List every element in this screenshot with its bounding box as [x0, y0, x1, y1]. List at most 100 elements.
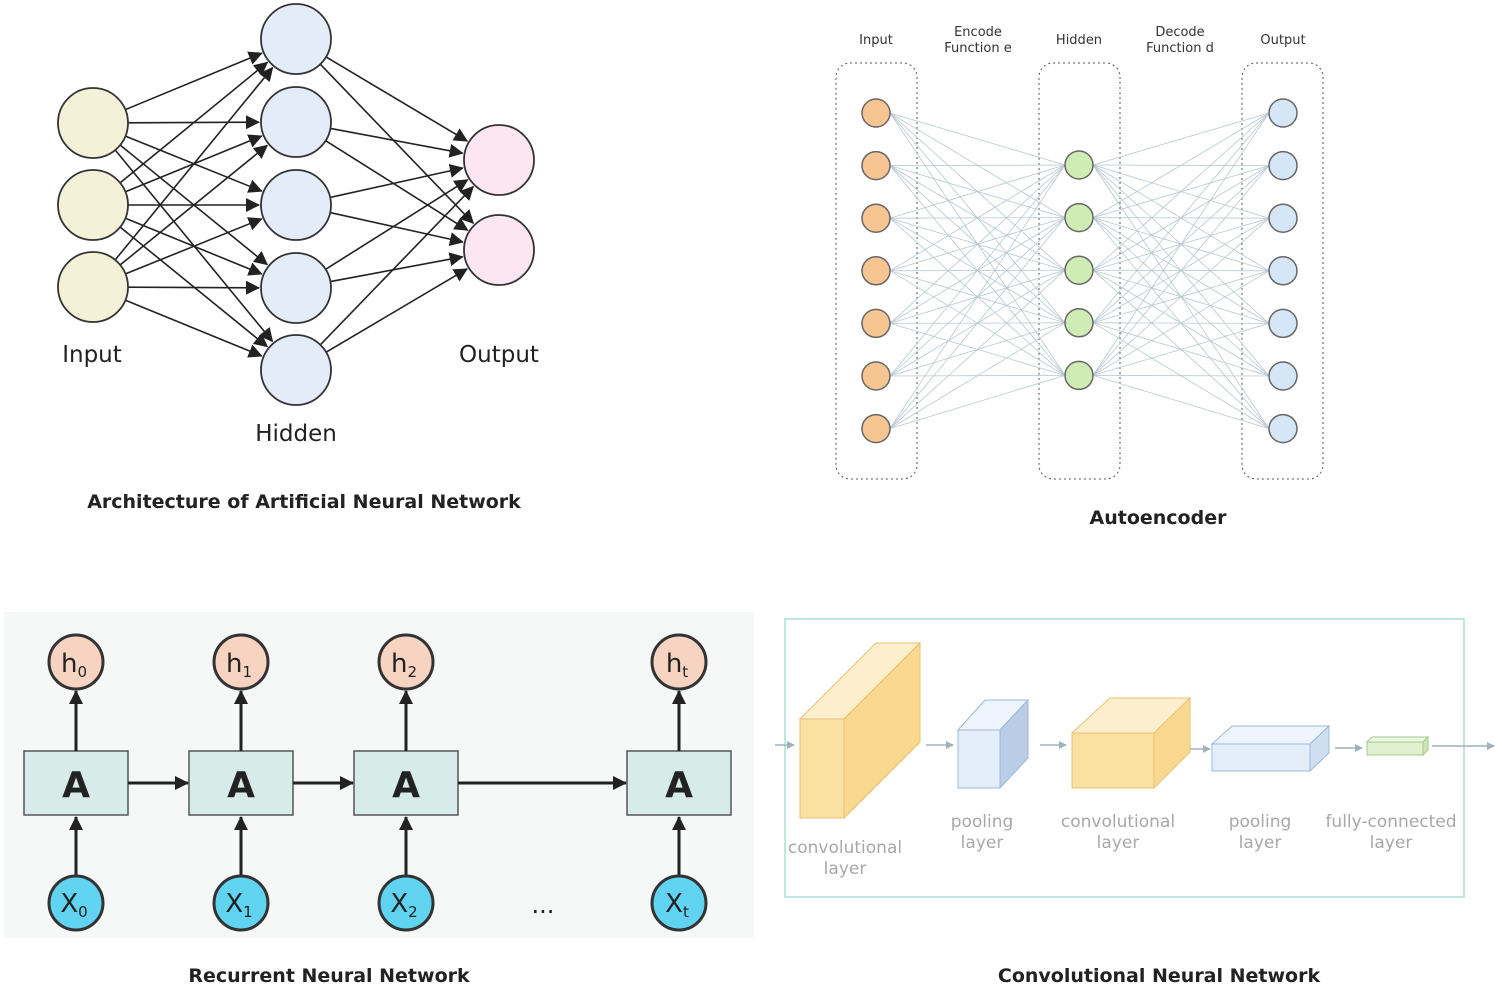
cnn-pool-block-1 [956, 698, 1030, 790]
ann-panel: Input Hidden Output Architecture of Arti… [57, 3, 539, 513]
ae-hidden-node-0 [1064, 150, 1094, 180]
ann-input-label: Input [62, 342, 122, 368]
ae-input-node-0 [861, 98, 891, 128]
ae-edge-in-6-hid-4 [889, 375, 1066, 429]
ann-edge-input-2-hidden-0 [114, 66, 274, 261]
rnn-cell-label-1: A [227, 765, 255, 806]
ae-edge-hid-3-out-0 [1092, 112, 1270, 324]
rnn-output-label-2: h2 [391, 649, 417, 681]
cnn-layer-5-line1: fully-connected [1325, 812, 1456, 832]
ae-output-node-3 [1268, 256, 1298, 286]
rnn-output-label-0: h0 [61, 649, 87, 681]
ann-hidden-node-4 [260, 334, 332, 406]
ae-input-node-1 [861, 150, 891, 181]
ae-edge-in-4-hid-0 [889, 164, 1066, 324]
ae-edge-in-1-hid-0 [889, 164, 1066, 167]
ae-hidden-node-2 [1064, 255, 1094, 285]
ann-edge-input-0-hidden-0 [125, 51, 263, 111]
ae-edge-hid-4-out-4 [1092, 323, 1270, 376]
rnn-input-node-2 [377, 874, 435, 932]
ae-edge-in-5-hid-0 [889, 164, 1066, 377]
rnn-ellipsis: ... [532, 891, 555, 919]
rnn-input-node-0 [47, 874, 105, 932]
cnn-layer-2-line1: pooling [951, 812, 1014, 832]
cnn-layer-1-line1: convolutional [788, 838, 902, 858]
ann-edge-input-2-hidden-3 [127, 280, 261, 295]
cnn-conv-block-2 [1070, 696, 1192, 790]
cnn-layer-4-line1: pooling [1229, 812, 1292, 832]
rnn-output-node-2 [377, 633, 435, 691]
ann-edge-hidden-4-output-1 [325, 268, 469, 353]
cnn-frame [784, 618, 1465, 898]
ae-edge-hid-0-out-0 [1092, 112, 1270, 166]
cnn-layer-5-line2: layer [1370, 833, 1413, 853]
ann-edge-hidden-4-output-0 [319, 185, 474, 346]
ae-edge-in-6-hid-3 [889, 322, 1066, 429]
ae-hidden-group [1038, 62, 1121, 480]
rnn-input-label-1: X1 [225, 889, 252, 921]
cnn-fc-block [1365, 735, 1430, 757]
rnn-input-label-2: X2 [390, 889, 417, 921]
rnn-output-label-1: h1 [226, 649, 252, 681]
ann-edge-hidden-3-output-0 [325, 179, 469, 271]
ae-input-node-4 [861, 308, 891, 339]
rnn-input-node-3 [650, 874, 708, 932]
cnn-layer-2-line2: layer [961, 833, 1004, 853]
ae-edge-hid-4-out-3 [1092, 270, 1270, 376]
rnn-cell-2 [353, 750, 459, 816]
rnn-cell-label-2: A [392, 765, 420, 806]
cnn-layer-1-line2: layer [824, 859, 867, 879]
cnn-caption: Convolutional Neural Network [998, 965, 1321, 987]
ae-header-encode-2: Function e [944, 41, 1011, 56]
rnn-output-node-3 [650, 633, 708, 691]
ann-caption: Architecture of Artificial Neural Networ… [87, 491, 521, 513]
ae-edge-hid-2-out-0 [1092, 112, 1270, 271]
ae-header-decode-1: Decode [1155, 25, 1204, 40]
ae-header-encode-1: Encode [954, 25, 1002, 40]
ae-edge-in-2-hid-0 [889, 164, 1066, 219]
ae-edges [889, 112, 1270, 429]
ann-nodes [57, 3, 535, 406]
cnn-layer-4-line2: layer [1239, 833, 1282, 853]
cnn-panel: convolutional layer pooling layer convol… [775, 618, 1495, 987]
ae-edge-in-6-hid-0 [889, 164, 1066, 429]
ae-output-node-2 [1268, 203, 1298, 233]
cnn-layer-3-line1: convolutional [1061, 812, 1175, 832]
ae-edge-hid-4-out-0 [1092, 112, 1270, 376]
ae-output-node-1 [1268, 150, 1298, 181]
cnn-layer-3-line2: layer [1097, 833, 1140, 853]
ann-output-label: Output [459, 342, 539, 368]
ae-edge-hid-4-out-1 [1092, 165, 1270, 376]
ae-edge-in-3-hid-0 [889, 164, 1066, 272]
ae-edge-hid-4-out-6 [1092, 375, 1270, 429]
ann-input-node-1 [57, 169, 129, 241]
ae-nodes [861, 98, 1298, 444]
rnn-cell-label-3: A [665, 765, 693, 806]
ae-hidden-node-1 [1064, 202, 1094, 233]
ae-hidden-node-3 [1064, 308, 1094, 338]
ann-edge-hidden-1-output-0 [330, 127, 464, 158]
ae-input-group [835, 62, 918, 480]
autoencoder-panel: Input Encode Function e Hidden Decode Fu… [835, 25, 1324, 529]
ann-edge-input-1-hidden-0 [119, 61, 269, 184]
rnn-cell-3 [626, 750, 732, 816]
ann-output-node-1 [463, 214, 535, 286]
ann-input-node-0 [57, 87, 129, 159]
ann-edge-hidden-2-output-1 [329, 211, 464, 247]
ann-hidden-node-3 [260, 252, 332, 324]
rnn-input-label-3: Xt [665, 889, 689, 921]
ann-edge-hidden-3-output-1 [330, 252, 464, 283]
cnn-conv-block-1 [798, 641, 922, 820]
ae-caption: Autoencoder [1090, 507, 1228, 529]
ae-edge-hid-4-out-5 [1092, 374, 1270, 377]
ann-hidden-node-2 [260, 169, 332, 241]
ae-input-node-6 [861, 413, 891, 444]
rnn-output-node-1 [212, 633, 270, 691]
ae-edge-in-0-hid-0 [889, 112, 1066, 166]
ae-header-input: Input [859, 33, 893, 48]
ann-edges [114, 51, 475, 358]
ae-output-group [1241, 62, 1324, 480]
